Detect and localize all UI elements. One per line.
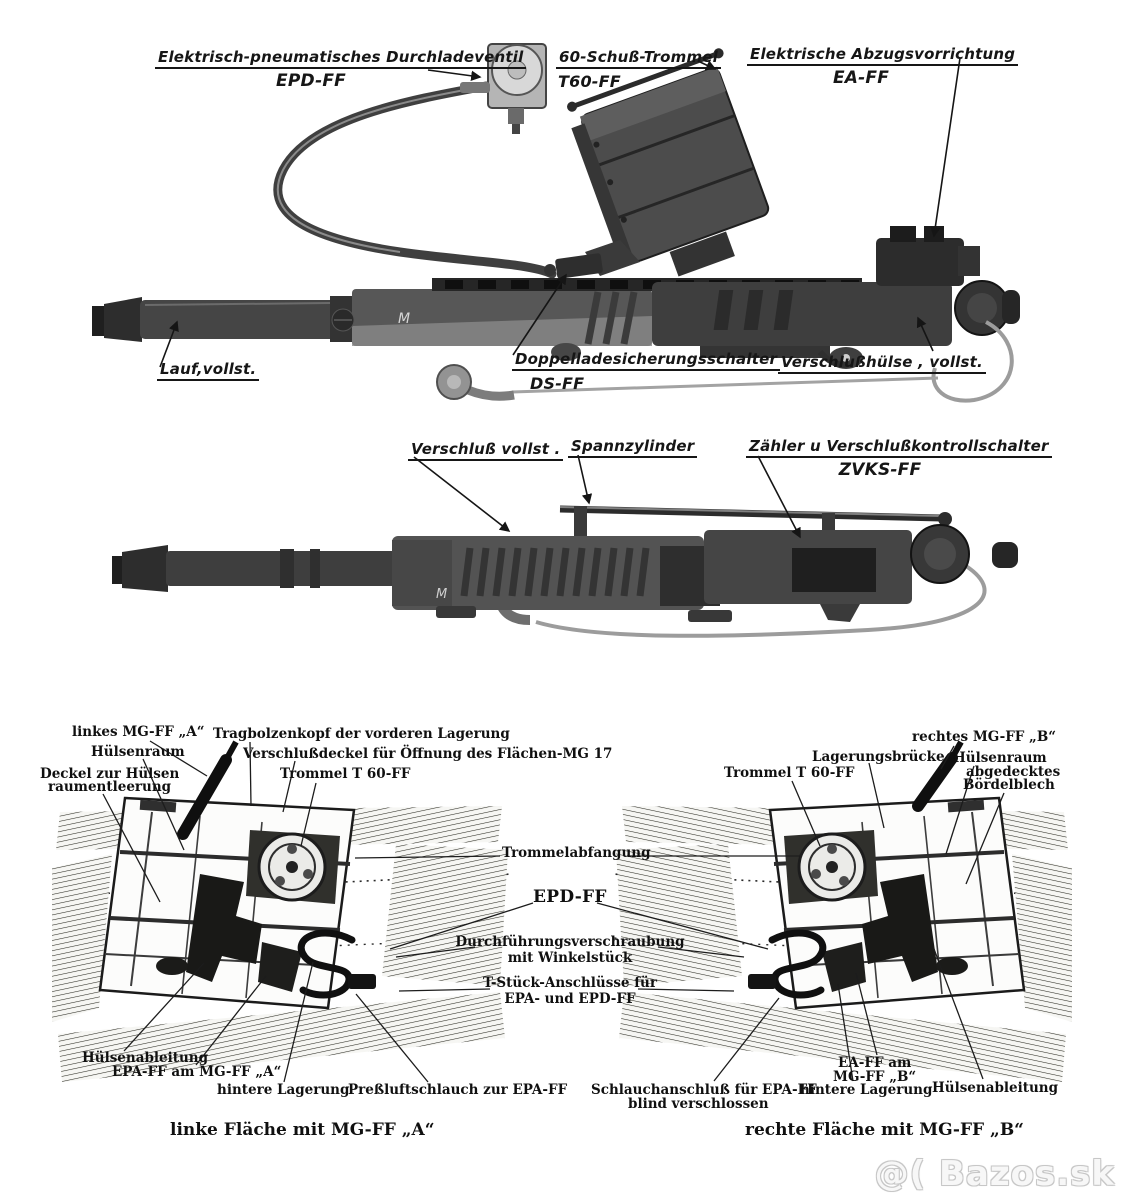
label-left-huelsenableitung: Hülsenableitung (82, 1050, 209, 1066)
label-lauf: Lauf,vollst. (157, 360, 260, 381)
gun-side-photo-1: M (92, 43, 1020, 403)
gun-side-photo-2: M (112, 505, 1018, 638)
label-verschluss-vollst-name: Verschluß vollst . (408, 440, 564, 461)
label-lagerungsbruecke: Lagerungsbrücke (812, 749, 945, 765)
label-ds-abbr: DS-FF (530, 374, 585, 393)
label-epd-ff: Elektrisch-pneumatisches Durchladeventil… (155, 48, 527, 91)
left-wing-cutaway (52, 798, 512, 1082)
label-schlauchanschluss-line1: Schlauchanschluß für EPA-FF (591, 1082, 817, 1098)
label-durchfuehrung-line2: mit Winkelstück (507, 950, 633, 966)
label-t60-abbr: T60-FF (558, 72, 621, 91)
label-epd-ff-abbr: EPD-FF (276, 71, 346, 91)
label-boerdelblech: Bördelblech (963, 777, 1055, 793)
label-tragbolzenkopf: Tragbolzenkopf der vorderen Lagerung (213, 726, 510, 742)
photo-leader-lines (159, 57, 961, 539)
label-verschlusshuelse-name: Verschlußhülse , vollst. (778, 353, 986, 374)
label-right-trommel: Trommel T 60-FF (724, 765, 855, 781)
label-t60-drum: 60-Schuß-Trommel T60-FF (556, 48, 722, 91)
label-right-huelsenraum: Hülsenraum (953, 750, 1047, 766)
label-deckel-line2: raumentleerung (48, 779, 172, 795)
label-spannzylinder: Spannzylinder (568, 437, 698, 458)
label-ea-ff: Elektrische Abzugsvorrichtung EA-FF (747, 45, 1019, 88)
label-lauf-name: Lauf,vollst. (157, 360, 260, 381)
receiver-marking-m: M (398, 311, 410, 327)
label-zvks-abbr: ZVKS-FF (838, 460, 922, 480)
label-tstueck-line2: EPA- und EPD-FF (504, 991, 636, 1007)
epd-valve-icon (460, 43, 547, 134)
label-ea-abbr: EA-FF (832, 68, 890, 88)
label-durchfuehrung: Durchführungsverschraubung mit Winkelstü… (455, 934, 685, 966)
label-tstueck-line1: T-Stück-Anschlüsse für (483, 975, 657, 991)
label-right-hintere-lagerung: hintere Lagerung (800, 1082, 933, 1098)
label-ds-name: Doppelladesicherungsschalter (512, 350, 781, 371)
label-right-mg: rechtes MG-FF „B“ (912, 729, 1056, 745)
label-left-hintere-lagerung: hintere Lagerung (217, 1082, 350, 1098)
label-ea-am-line2: MG-FF „B“ (833, 1069, 917, 1085)
label-trommelabfangung: Trommelabfangung (502, 845, 651, 861)
diagram-leader-lines (102, 740, 1005, 1083)
caption-left-wing: linke Fläche mit MG-FF „A“ (170, 1120, 435, 1140)
wing-gun-barrels (177, 740, 964, 840)
label-epa-am-mg: EPA-FF am MG-FF „A“ (112, 1064, 282, 1080)
label-tstueck: T-Stück-Anschlüsse für EPA- und EPD-FF (470, 975, 670, 1007)
label-left-trommel: Trommel T 60-FF (280, 766, 411, 782)
drum-magazine-icon (567, 48, 770, 277)
label-schlauchanschluss-line2: blind verschlossen (628, 1096, 769, 1112)
label-verschlusshuelse: Verschlußhülse , vollst. (778, 353, 986, 374)
label-ea-name: Elektrische Abzugsvorrichtung (747, 45, 1019, 66)
label-durchfuehrung-line1: Durchführungsverschraubung (455, 934, 685, 950)
label-deckel-line1: Deckel zur Hülsen (40, 766, 180, 782)
label-verschlussdeckel: Verschlußdeckel für Öffnung des Flächen-… (243, 746, 613, 762)
label-right-huelsenableitung: Hülsenableitung (932, 1080, 1059, 1096)
label-left-mg: linkes MG-FF „A“ (72, 724, 205, 740)
label-epd-ff-name: Elektrisch-pneumatisches Durchladeventil (155, 48, 527, 69)
receiver-marking-m-2: M (436, 587, 447, 602)
ea-trigger-unit-icon (876, 226, 980, 286)
label-zvks-name: Zähler u Verschlußkontrollschalter (746, 437, 1052, 458)
label-ds-ff: Doppelladesicherungsschalter DS-FF (512, 350, 781, 393)
label-spannzylinder-name: Spannzylinder (568, 437, 698, 458)
label-verschluss-vollst: Verschluß vollst . (408, 440, 564, 461)
label-ea-am-line1: EA-FF am (838, 1055, 912, 1071)
label-center-epd: EPD-FF (533, 887, 607, 907)
caption-right-wing: rechte Fläche mit MG-FF „B“ (745, 1120, 1024, 1140)
label-left-huelsenraum: Hülsenraum (91, 744, 185, 760)
label-zvks-ff: Zähler u Verschlußkontrollschalter ZVKS-… (746, 437, 1052, 480)
label-t60-name: 60-Schuß-Trommel (556, 48, 722, 69)
watermark-bazos: @( Bazos.sk (874, 1154, 1115, 1194)
label-abgedecktes: abgedecktes (966, 764, 1061, 780)
label-pressluftschlauch: Preßluftschlauch zur EPA-FF (348, 1082, 568, 1098)
